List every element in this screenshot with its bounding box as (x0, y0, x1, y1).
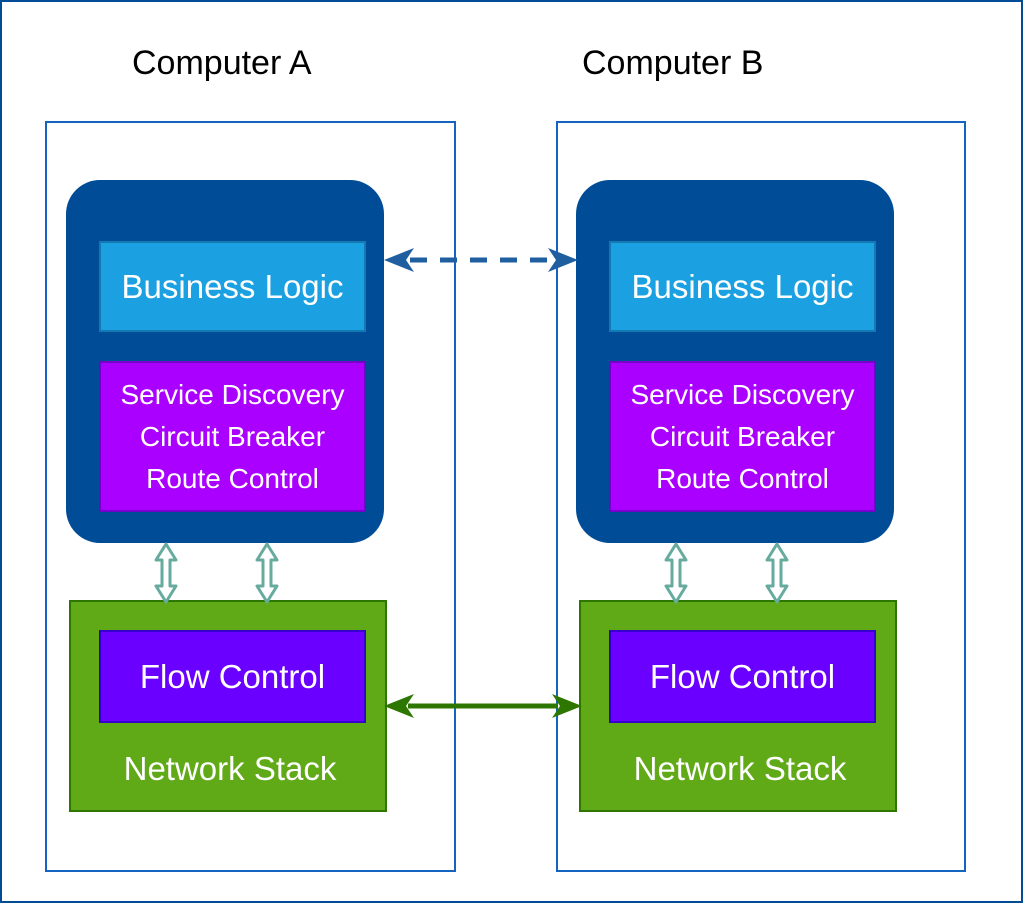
circuit-breaker-label: Circuit Breaker (139, 420, 326, 452)
route-control-label: Route Control (146, 462, 319, 494)
computer-a-flow-control: Flow Control (99, 630, 366, 723)
computer-b-network-stack-label: Network Stack (633, 750, 847, 787)
computer-a-business-logic: Business Logic (99, 241, 366, 332)
computer-a-internal-arrow-left (154, 542, 178, 604)
computer-b-service-mesh-features: Service Discovery Circuit Breaker Route … (609, 361, 876, 512)
computer-b-internal-arrow-right (765, 542, 789, 604)
computer-a-internal-arrow-right (255, 542, 279, 604)
service-discovery-label: Service Discovery (630, 378, 855, 410)
service-discovery-label: Service Discovery (120, 378, 345, 410)
computer-a-service-mesh-features: Service Discovery Circuit Breaker Route … (99, 361, 366, 512)
computer-b-business-logic: Business Logic (609, 241, 876, 332)
computer-b-internal-arrow-left (664, 542, 688, 604)
computer-b-title: Computer B (582, 44, 764, 82)
circuit-breaker-label: Circuit Breaker (649, 420, 836, 452)
computer-a-title: Computer A (132, 44, 312, 82)
network-link-arrow (384, 694, 582, 718)
computer-b-flow-control: Flow Control (609, 630, 876, 723)
app-link-arrow (384, 248, 578, 272)
computer-a-network-stack-label: Network Stack (123, 750, 337, 787)
route-control-label: Route Control (656, 462, 829, 494)
